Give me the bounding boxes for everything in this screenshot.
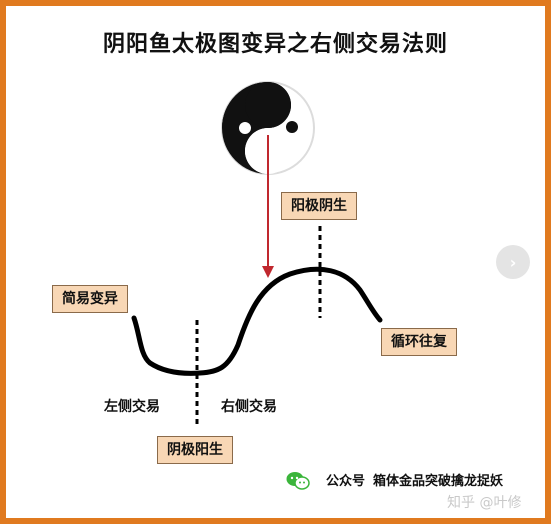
wechat-icon (286, 471, 310, 490)
label-simple-change: 简易变异 (52, 285, 128, 313)
label-cycle: 循环往复 (381, 328, 457, 356)
label-left-trade: 左侧交易 (104, 399, 160, 415)
footer-account: 公众号 箱体金品突破擒龙捉妖 (286, 470, 504, 490)
page-title: 阴阳鱼太极图变异之右侧交易法则 (102, 32, 448, 57)
next-button[interactable]: › (496, 245, 530, 279)
label-yin-trough: 阴极阳生 (157, 436, 233, 464)
chevron-right-icon: › (509, 252, 517, 272)
label-right-trade: 右侧交易 (221, 399, 277, 415)
pointer-arrow (262, 135, 274, 278)
account-prefix: 公众号 (326, 474, 366, 489)
label-yang-peak: 阳极阴生 (281, 192, 357, 220)
watermark: 知乎 @叶修 (447, 495, 522, 511)
account-name: 箱体金品突破擒龙捉妖 (373, 474, 504, 489)
yin-yang-icon (221, 81, 315, 175)
price-curve (131, 266, 383, 376)
